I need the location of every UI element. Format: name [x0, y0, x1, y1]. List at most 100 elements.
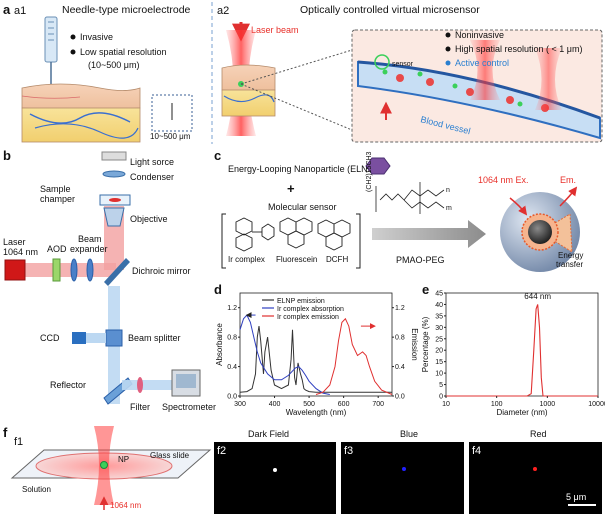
f1-np: NP	[118, 455, 129, 464]
chart-e-series-0	[446, 304, 598, 397]
c-polymer-m: m	[446, 205, 452, 212]
f1-schematic	[10, 426, 212, 510]
chart-d-ytick-label: 0.4	[227, 364, 237, 371]
process-arrow	[372, 220, 486, 248]
c-polymer-ch: (CH2)15CH3	[366, 151, 373, 192]
chart-e: 10100100010000051015202530354045Diameter…	[421, 291, 605, 418]
c-polymer-label: PMAO-PEG	[396, 255, 445, 265]
panel-label-c: c	[214, 148, 221, 163]
chart-d-xtick-label: 600	[338, 401, 350, 408]
f4-title: Red	[530, 429, 547, 439]
chart-d-series-1	[239, 314, 330, 395]
a1-bullet-2: Low spatial resolution	[80, 47, 167, 57]
chart-e-ytick-label: 25	[435, 336, 443, 343]
c-mol-dcfh: DCFH	[326, 255, 348, 264]
chart-d-series-0	[239, 326, 392, 393]
f4-dot	[533, 467, 537, 471]
b-label-reflector: Reflector	[50, 380, 86, 390]
chart-d-y2tick-label: 0.8	[395, 335, 405, 342]
c-emission: Em.	[560, 175, 576, 185]
panel-label-e: e	[422, 282, 429, 297]
chart-e-xlabel: Diameter (nm)	[496, 408, 547, 417]
blood-vessel	[357, 40, 601, 140]
chart-d-xtick-label: 500	[303, 401, 315, 408]
molecule-structures	[235, 217, 351, 252]
b-label-light-source: Light sorce	[130, 157, 174, 167]
chart-e-ytick-label: 20	[435, 348, 443, 355]
c-plus: +	[287, 181, 295, 196]
sensor-icon	[374, 54, 390, 70]
chart-e-ylabel: Percentage (%)	[421, 316, 430, 372]
image-tile-dark-field: Dark Field f2	[214, 429, 336, 514]
chart-d-legend-label: ELNP emission	[277, 298, 325, 305]
chart-e-xtick-label: 100	[491, 401, 503, 408]
b-label-ccd: CCD	[40, 333, 60, 343]
chart-e-ytick-label: 30	[435, 325, 443, 332]
zoom-line	[240, 83, 353, 131]
chart-d-legend-label: Ir complex emission	[277, 314, 339, 321]
chart-e-ytick-label: 5	[439, 382, 443, 389]
chart-d-xtick-label: 300	[234, 401, 246, 408]
f4-label: f4	[472, 445, 481, 457]
c-mol-ir: Ir complex	[228, 255, 265, 264]
polymer-structure	[375, 182, 445, 214]
hexagon-icon	[365, 157, 391, 175]
b-label-filter: Filter	[130, 402, 150, 412]
c-molecular-sensor: Molecular sensor	[268, 202, 337, 212]
scale-box	[151, 94, 193, 132]
b-label-spectrometer: Spectrometer	[162, 402, 216, 412]
b-label-aod: AOD	[47, 244, 67, 254]
image-tile-blue: Blue f3	[341, 429, 464, 514]
c-excitation: 1064 nm Ex.	[478, 175, 529, 185]
chart-d-ytick-label: 0.0	[227, 394, 237, 401]
bullet-icon	[70, 49, 76, 55]
a2-bullet-3: Active control	[455, 58, 509, 68]
zoom-line	[240, 49, 353, 85]
skin-block-a2	[221, 64, 276, 117]
f3-label: f3	[344, 445, 353, 457]
a1-scale: 10~500 μm	[150, 132, 191, 141]
chart-d-y2tick-label: 0.4	[395, 364, 405, 371]
bracket-left	[221, 213, 226, 269]
bracket-right	[356, 213, 361, 269]
chart-d-xlabel: Wavelength (nm)	[286, 408, 347, 417]
bullet-icon	[70, 34, 76, 40]
chart-e-ytick-label: 15	[435, 359, 443, 366]
panel-label-d: d	[214, 282, 222, 297]
f1-solution: Solution	[22, 485, 51, 494]
a2-laser-label: Laser beam	[251, 25, 299, 35]
panel-label-f: f	[3, 425, 8, 440]
panel-label-b: b	[3, 148, 11, 163]
panel-label-a1: a1	[14, 5, 26, 17]
c-polymer-n: n	[446, 187, 450, 194]
nanoparticle	[500, 186, 580, 272]
skin-block-a1	[21, 83, 141, 143]
chart-d-ytick-label: 0.8	[227, 335, 237, 342]
a2-title: Optically controlled virtual microsensor	[300, 4, 480, 16]
chart-e-ytick-label: 10	[435, 371, 443, 378]
a2-sensor-label: sensor	[392, 61, 414, 68]
optical-setup	[4, 151, 201, 405]
b-label-dichroic: Dichroic mirror	[132, 266, 191, 276]
panel-label-a2: a2	[217, 5, 229, 17]
c-elnp-label: Energy-Looping Nanoparticle (ELNP)	[228, 164, 377, 174]
a2-bullet-2: High spatial resolution ( < 1 μm)	[455, 44, 583, 54]
a1-bullet-1: Invasive	[80, 32, 113, 42]
b-label-condenser: Condenser	[130, 172, 174, 182]
f1-glass: Glass slide	[150, 451, 190, 460]
chart-d-y2tick-label: 1.2	[395, 305, 405, 312]
a1-range: (10~500 μm)	[88, 60, 139, 70]
f2-title: Dark Field	[248, 429, 289, 439]
chart-e-frame	[445, 292, 599, 397]
a1-title: Needle-type microelectrode	[62, 4, 191, 16]
chart-d-y2label: Emission	[410, 328, 419, 360]
f2-dot	[273, 468, 277, 472]
chart-e-xtick-label: 1000	[540, 401, 556, 408]
panel-label-a: a	[3, 2, 11, 17]
